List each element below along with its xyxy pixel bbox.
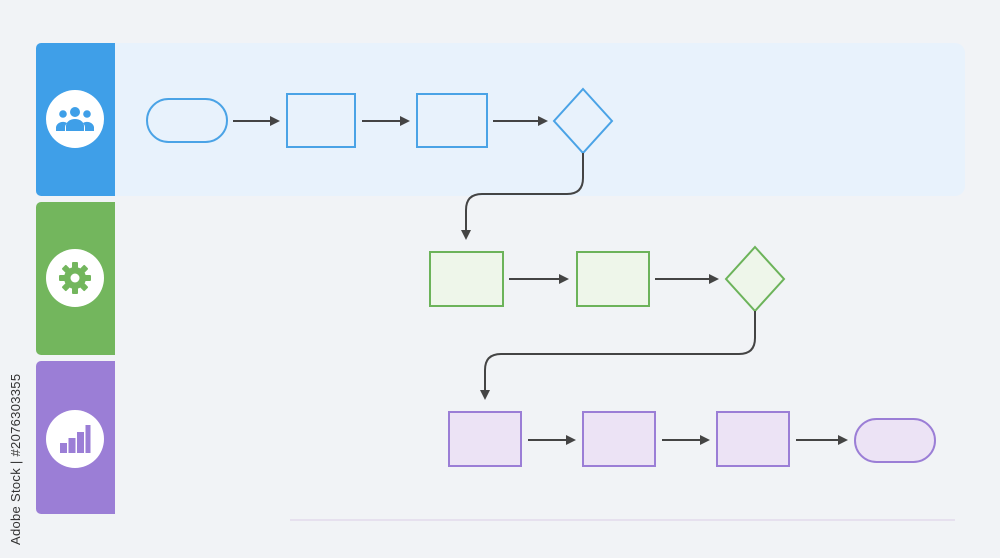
lane-header-process [36,202,115,355]
bar-chart-icon [60,425,91,453]
lane-icon-circle [46,90,104,148]
process-step [576,251,650,307]
process-step [286,93,356,148]
lane-header-people [36,43,115,196]
process-step [448,411,522,467]
lane-header-analytics [36,361,115,514]
users-group-icon [56,107,94,131]
lane-icon-circle [46,410,104,468]
process-step [429,251,504,307]
process-step [582,411,656,467]
flow-connector [480,311,756,400]
lane-icon-circle [46,249,104,307]
decision-diamond [724,245,786,313]
start-terminator [146,98,228,143]
process-step [416,93,488,148]
decision-diamond [552,87,614,155]
end-terminator [854,418,936,463]
process-step [716,411,790,467]
gear-icon [59,262,91,294]
flow-connector [461,153,584,240]
stock-watermark-id: Adobe Stock | #2076303355 [8,373,23,545]
